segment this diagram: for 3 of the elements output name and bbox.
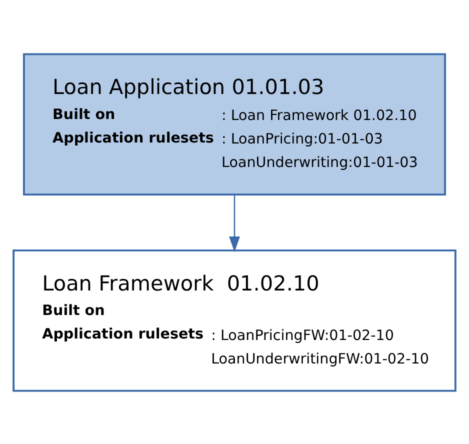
node-box: Loan Application 01.01.03 Built on : Loan Framework 01.02.10 Application rulesets : LoanPricing:01-01-03 LoanUnderwriting:01-01-03 (22, 52, 446, 196)
arrow (229, 194, 240, 252)
node-box: Loan Framework 01.02.10 Built on Application rulesets : LoanPricingFW:01-02-10 LoanUnderwritingFW:01-02-10 (12, 248, 456, 392)
